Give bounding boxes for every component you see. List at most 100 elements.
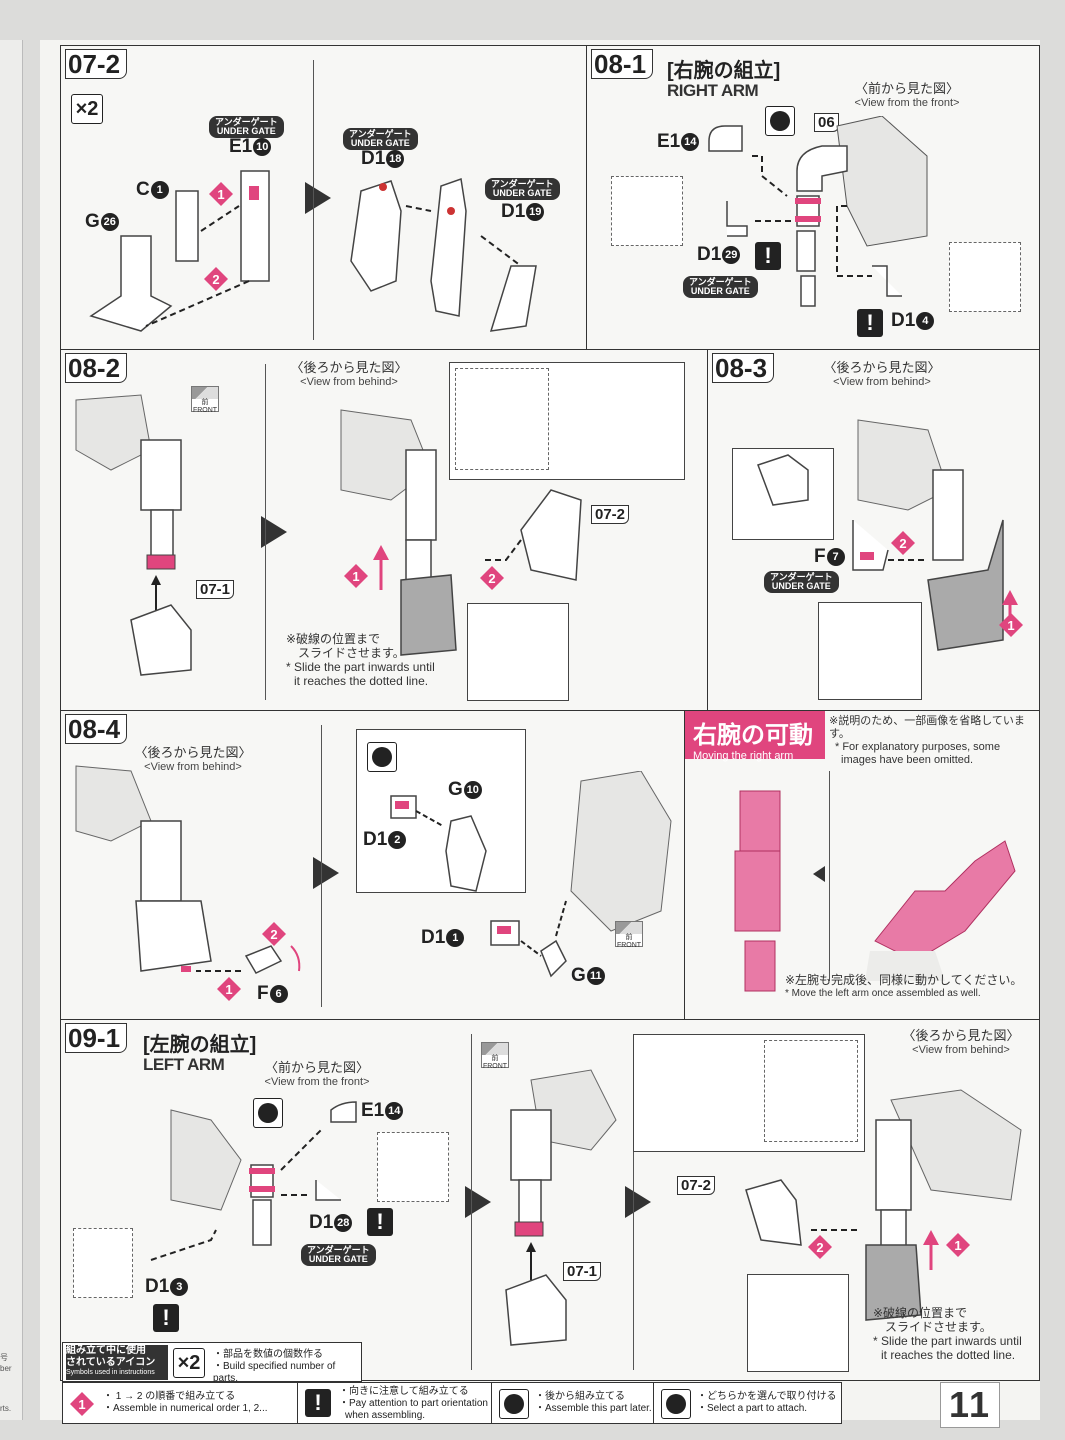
parts-illustration (350, 177, 537, 332)
svg-text:2: 2 (212, 272, 219, 287)
section-title-jp: [左腕の組立] (143, 1034, 257, 1056)
divider-line (471, 1034, 472, 1370)
next-arrow (261, 516, 287, 548)
order-marker-2: 2 (890, 530, 916, 556)
order-marker-2: 2 (261, 921, 287, 947)
order-marker-2: 2 (479, 565, 505, 591)
divider-line (265, 364, 266, 700)
legend-warn-text: ・向きに注意して組み立てる ・Pay attention to part ori… (339, 1386, 488, 1421)
edge-text: rts. (0, 1404, 12, 1413)
section-title-jp: [右腕の組立] (667, 60, 781, 82)
front-indicator: 前 FRONT (615, 921, 643, 949)
detail-callout (467, 603, 569, 701)
step-ref-07-1: 07-1 (196, 580, 235, 599)
arm-illustration (150, 1101, 357, 1261)
order-marker-1: 1 (998, 612, 1024, 638)
moving-title: 右腕の可動 Moving the right arm (685, 711, 825, 762)
icon-legend-header: 組み立て中に使用 されているアイコン Symbols used in instr… (62, 1342, 362, 1384)
order-marker-1: 1 (216, 976, 242, 1002)
assemble-later-icon (253, 1098, 283, 1128)
arm-illustration (340, 409, 582, 656)
edge-text: ber (0, 1364, 12, 1373)
assemble-later-icon (499, 1389, 529, 1419)
orientation-warning-icon: ! (755, 242, 781, 270)
front-indicator: 前 FRONT (191, 386, 219, 414)
orientation-warning-icon: ! (153, 1304, 179, 1332)
divider-line (321, 725, 322, 1007)
next-arrow (625, 1186, 651, 1218)
step-label: 08-3 (712, 353, 775, 383)
step-label: 08-4 (65, 714, 128, 744)
legend-later-text: ・後から組み立てる ・Assemble this part later. (535, 1391, 652, 1414)
select-part-icon (661, 1389, 691, 1419)
svg-text:2: 2 (816, 1240, 823, 1255)
svg-text:1: 1 (1007, 618, 1014, 633)
order-marker-1: 1 (945, 1232, 971, 1258)
step-ref-07-1: 07-1 (563, 1262, 602, 1281)
omission-note: ※説明のため、一部画像を省略しています。 * For explanatory p… (829, 715, 1025, 766)
step-label: 09-1 (65, 1023, 128, 1053)
orientation-warning-icon: ! (367, 1208, 393, 1236)
step-08-2-panel: 08-2 前 FRONT 07-1 〈後ろから見た図〉<View from be… (60, 349, 708, 711)
icon-legend: 1 ・ 1 → 2 の順番で組み立てる ・Assemble in numeric… (62, 1382, 842, 1424)
step-09-1-panel: 09-1 [左腕の組立] LEFT ARM 〈前から見た図〉<View from… (60, 1019, 1040, 1381)
next-arrow (305, 182, 331, 214)
front-indicator: 前 FRONT (481, 1042, 509, 1070)
arm-illustration (757, 419, 1018, 651)
section-title-en: RIGHT ARM (667, 81, 759, 100)
legend-select-text: ・どちらかを選んで取り付ける ・Select a part to attach. (697, 1391, 837, 1414)
x2-icon: ×2 (71, 94, 103, 124)
view-caption: 〈後ろから見た図〉<View from behind> (823, 360, 941, 388)
detail-callout (449, 362, 685, 480)
legend-order-text: ・ 1 → 2 の順番で組み立てる ・Assemble in numerical… (103, 1391, 268, 1414)
detail-callout (633, 1034, 865, 1152)
moving-right-arm-panel: 右腕の可動 Moving the right arm ※説明のため、一部画像を省… (684, 710, 1040, 1020)
part-box (377, 1132, 449, 1202)
option-callout (356, 729, 526, 893)
step-08-1-panel: 08-1 [右腕の組立] RIGHT ARM 〈前から見た図〉<View fro… (586, 45, 1040, 350)
section-title-en: LEFT ARM (143, 1055, 225, 1074)
detail-callout (747, 1274, 849, 1372)
order-marker-1: 1 (343, 563, 369, 589)
next-arrow (313, 857, 339, 889)
page-number: 11 (940, 1382, 1000, 1428)
step-ref-07-2: 07-2 (677, 1176, 716, 1195)
step-label: 07-2 (65, 49, 128, 79)
legend-divider (297, 1383, 298, 1423)
detail-zoom (455, 368, 549, 470)
arm-illustration (75, 394, 192, 676)
order-marker-2: 2 (807, 1234, 833, 1260)
step-ref-07-2: 07-2 (591, 505, 630, 524)
step-ref-06: 06 (814, 113, 839, 132)
view-caption: 〈前から見た図〉<View from the front> (264, 1060, 370, 1088)
svg-text:1: 1 (78, 1397, 85, 1412)
parts-illustration (89, 170, 270, 332)
svg-text:1: 1 (954, 1238, 961, 1253)
orientation-warning-icon: ! (857, 309, 883, 337)
divider-line (829, 771, 830, 981)
divider-line (633, 1034, 634, 1370)
step-label: 08-2 (65, 353, 128, 383)
detail-zoom (764, 1040, 858, 1142)
slide-note: ※破線の位置まで スライドさせます。 * Slide the part inwa… (286, 632, 435, 688)
orientation-warning-icon: ! (305, 1389, 331, 1417)
x2-icon: ×2 (173, 1348, 205, 1378)
svg-text:2: 2 (270, 927, 277, 942)
view-caption: 〈前から見た図〉<View from the front> (854, 81, 960, 109)
arm-pose-illustration (734, 790, 1016, 992)
svg-text:1: 1 (217, 187, 224, 202)
